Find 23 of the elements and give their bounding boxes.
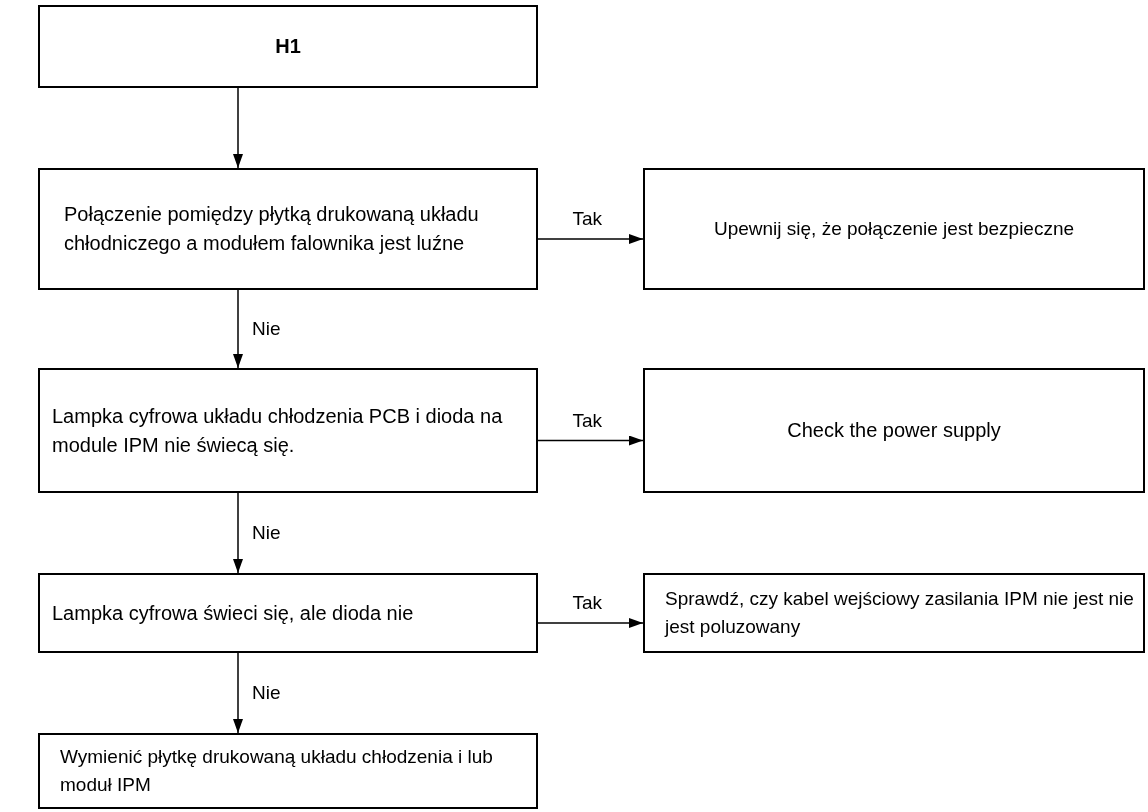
box-text: Upewnij się, że połączenie jest bezpieczne — [713, 217, 1075, 242]
box-text: Lampka cyfrowa świeci się, ale dioda nie — [52, 600, 414, 626]
arrow — [233, 289, 243, 369]
arrow — [233, 652, 243, 734]
box-text: Wymienić płytkę drukowaną układu chłodzenia i lub moduł IPM — [60, 745, 494, 797]
process-box — [38, 368, 538, 493]
box-text: Sprawdź, czy kabel wejściowy zasilania IPM nie jest nie jest poluzowany — [665, 587, 1135, 639]
arrow — [537, 618, 644, 628]
process-box — [38, 168, 538, 290]
process-box — [38, 733, 538, 809]
process-box — [643, 168, 1145, 290]
process-box — [643, 368, 1145, 493]
box-text: Połączenie pomiędzy płytką drukowaną układu chłodniczego a modułem falownika jest luźne — [64, 202, 480, 256]
arrow — [233, 87, 243, 169]
process-box — [643, 573, 1145, 653]
box-text: Check the power supply — [787, 418, 1001, 443]
box-text: Lampka cyfrowa układu chłodzenia PCB i dioda na module IPM nie świecą się. — [52, 403, 504, 458]
arrow — [233, 492, 243, 574]
box-text: H1 — [275, 34, 301, 59]
process-box — [38, 5, 538, 88]
arrow — [537, 234, 644, 244]
process-box — [38, 573, 538, 653]
arrow — [537, 435, 644, 446]
